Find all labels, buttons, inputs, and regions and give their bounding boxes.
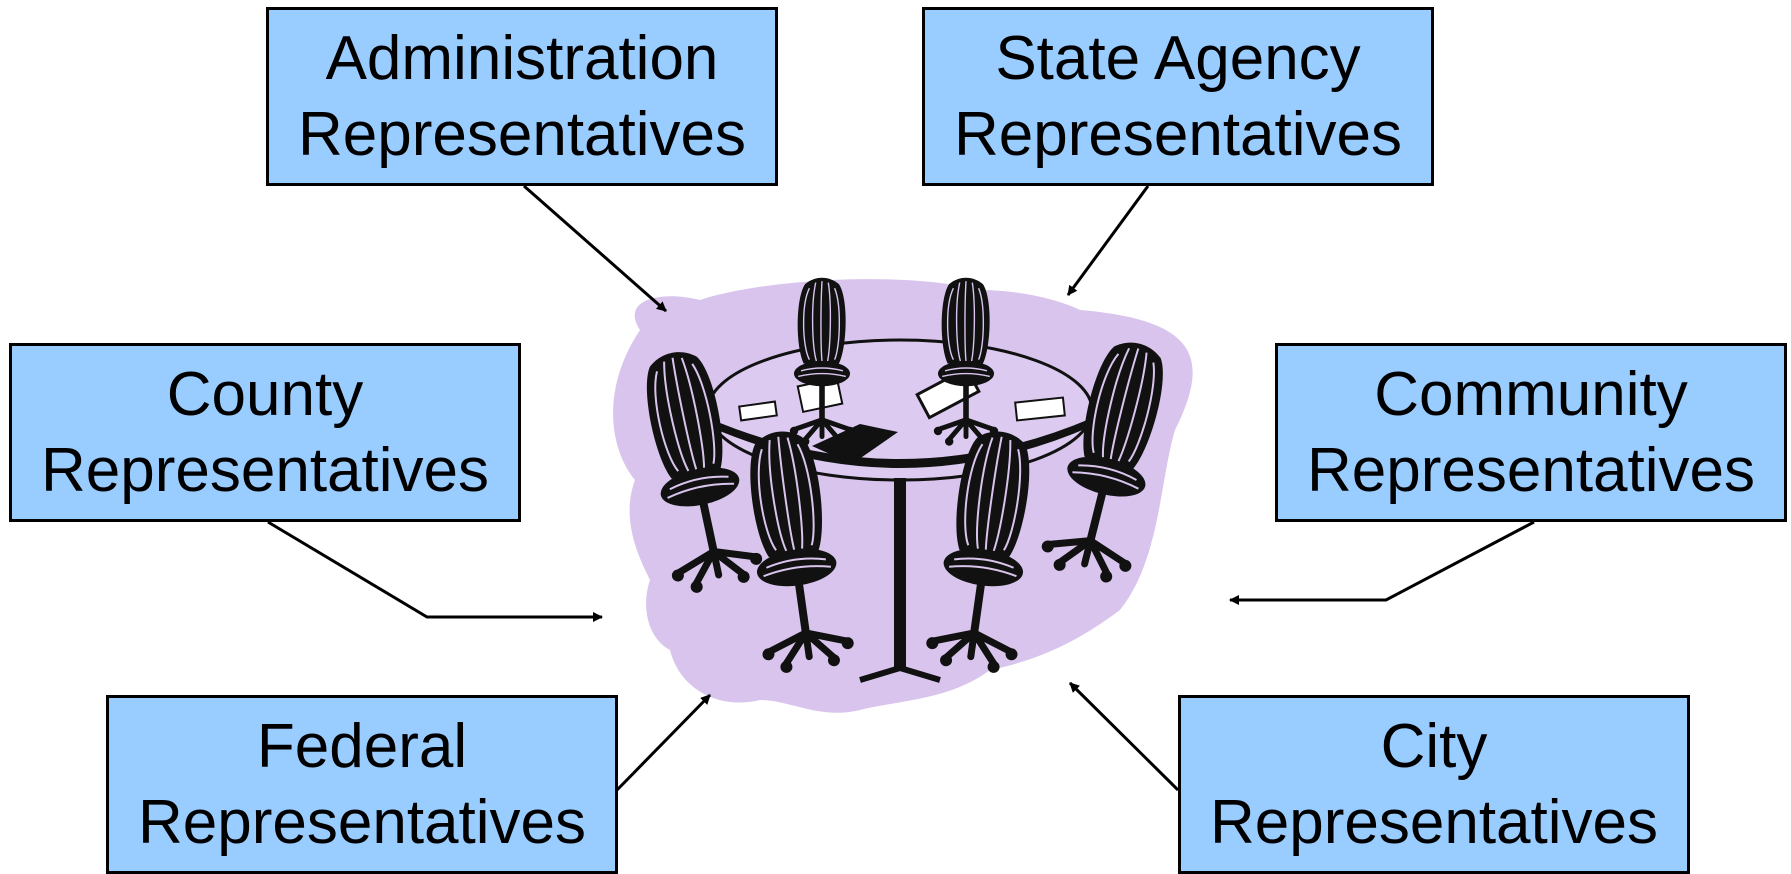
box-label-line1: Administration — [325, 23, 719, 93]
county-representatives-box: County Representatives — [9, 343, 521, 522]
box-label-line1: County — [166, 359, 364, 429]
box-label-line2: Representatives — [953, 99, 1403, 169]
table-pedestal — [894, 478, 906, 668]
administration-representatives-box: Administration Representatives — [266, 7, 778, 186]
conference-table-illustration — [613, 278, 1193, 713]
box-label-line1: State Agency — [995, 23, 1361, 93]
box-label-line2: Representatives — [297, 99, 747, 169]
box-label-line2: Representatives — [40, 435, 490, 505]
arrow-federal — [615, 693, 712, 792]
community-representatives-box: Community Representatives — [1275, 343, 1787, 522]
box-label-line2: Representatives — [1209, 787, 1659, 857]
arrow-community — [1229, 520, 1535, 605]
arrow-administration — [523, 184, 667, 313]
box-label-line2: Representatives — [1306, 435, 1756, 505]
arrow-county — [267, 520, 603, 622]
city-representatives-box: City Representatives — [1178, 695, 1690, 874]
arrow-city — [1068, 681, 1180, 792]
box-label-line1: Federal — [256, 711, 468, 781]
box-label-line1: Community — [1374, 359, 1688, 429]
connector-arrows — [267, 184, 1535, 792]
box-label-line1: City — [1380, 711, 1488, 781]
arrow-state-agency — [1066, 185, 1150, 296]
state-agency-representatives-box: State Agency Representatives — [922, 7, 1434, 186]
box-label-line2: Representatives — [137, 787, 587, 857]
federal-representatives-box: Federal Representatives — [106, 695, 618, 874]
table-folder — [812, 424, 898, 464]
